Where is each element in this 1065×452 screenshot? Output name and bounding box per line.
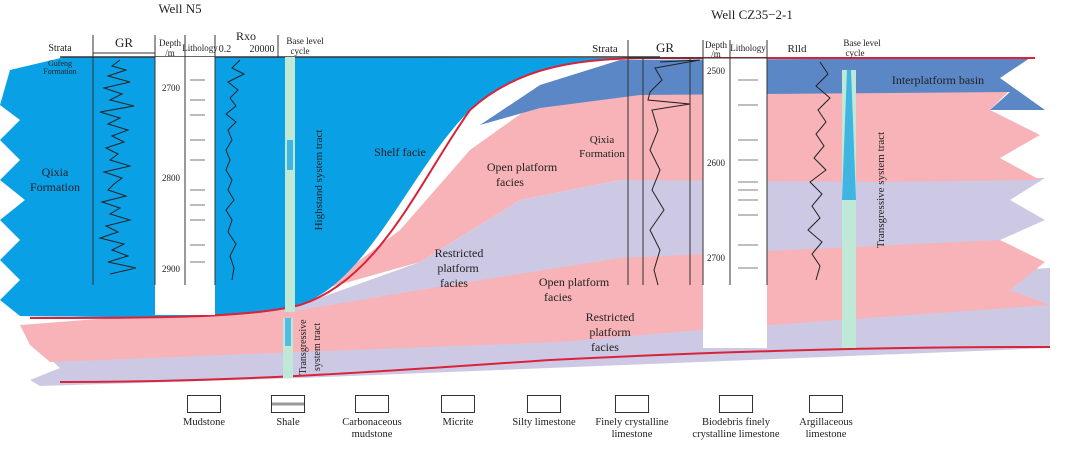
qixia-formation-left: Qixia: [42, 165, 69, 179]
interplatform-basin-label: Interplatform basin: [892, 73, 984, 87]
well-cz35-2-1: [627, 40, 856, 348]
n5-strata-label: Strata: [48, 43, 72, 54]
micrite-symbol: [441, 395, 475, 413]
gufeng-formation-label-2: Formation: [43, 67, 76, 76]
legend-item-silty-limestone: Silty limestone: [484, 395, 604, 429]
stratigraphic-cross-section: Well N5 Strata GR Depth /m Lithology Rxo…: [0, 1, 1051, 386]
cz-cycle-label-2: cycle: [846, 48, 865, 58]
transgressive-system-tract-left-2: system tract: [312, 323, 323, 371]
biodebris-limestone-symbol: [719, 395, 753, 413]
legend-item-mudstone: Mudstone: [144, 395, 264, 429]
n5-depth-tick: 2700: [162, 83, 181, 93]
n5-depth-label: Depth: [159, 38, 181, 48]
n5-cycle-label-2: cycle: [291, 46, 310, 56]
n5-rxo-max: 20000: [250, 44, 275, 55]
lower-boundary-line: [59, 346, 1051, 383]
well-n5-title: Well N5: [158, 1, 201, 16]
finely-crystalline-limestone-symbol: [615, 395, 649, 413]
shelf-facie-label: Shelf facie: [374, 145, 426, 159]
cz-depth-label: Depth: [705, 40, 727, 50]
n5-depth-unit: /m: [165, 48, 175, 58]
n5-cycle-label: Base level: [286, 36, 324, 46]
cz-depth-unit: /m: [711, 49, 721, 59]
cz-gr-label: GR: [656, 40, 674, 55]
restricted-platform-lower-label-3: facies: [591, 340, 619, 354]
n5-lithology-label: Lithology: [182, 43, 218, 53]
well-n5: [92, 35, 295, 378]
restricted-platform-upper-label-3: facies: [440, 276, 468, 290]
n5-depth-tick: 2900: [162, 264, 181, 274]
restricted-platform-lower-label: Restricted: [586, 310, 635, 324]
gufeng-formation-label: Gufeng: [48, 59, 72, 68]
cz-rild-label: Rlld: [788, 43, 807, 55]
upper-boundary-line: [29, 57, 1035, 319]
mudstone-symbol: [187, 395, 221, 413]
cz-depth-tick: 2500: [707, 66, 726, 76]
highstand-system-tract-label: Highstand system tract: [313, 130, 325, 231]
open-platform-upper-label-2: facies: [496, 175, 524, 189]
shale-symbol: [271, 395, 305, 413]
cz-depth-tick: 2600: [707, 158, 726, 168]
qixia-formation-right-2: Formation: [579, 148, 625, 160]
restricted-platform-upper-label: Restricted: [435, 246, 484, 260]
transgressive-system-tract-left: Transgressive: [298, 319, 309, 375]
cz-strata-label: Strata: [592, 43, 618, 55]
qixia-formation-left-2: Formation: [30, 180, 80, 194]
open-platform-lower-label-2: facies: [544, 290, 572, 304]
cz-depth-tick: 2700: [707, 253, 726, 263]
silty-limestone-symbol: [527, 395, 561, 413]
cz-lithology-label: Lithology: [730, 43, 766, 53]
open-platform-upper-label: Open platform: [487, 160, 558, 174]
carbonaceous-mudstone-symbol: [355, 395, 389, 413]
n5-depth-tick: 2800: [162, 173, 181, 183]
legend-item-micrite: Micrite: [398, 395, 518, 429]
restricted-platform-upper-label-2: platform: [437, 261, 479, 275]
legend-item-shale: Shale: [228, 395, 348, 429]
well-cz-title: Well CZ35−2-1: [711, 7, 793, 22]
middle-restricted-band: [150, 178, 1045, 315]
open-platform-lower-label: Open platform: [539, 275, 610, 289]
n5-gr-label: GR: [115, 35, 133, 50]
lower-open-platform-band: [20, 215, 1050, 362]
argillaceous-limestone-symbol: [809, 395, 843, 413]
upper-open-platform-band: [320, 85, 1040, 290]
qixia-formation-right: Qixia: [590, 134, 615, 146]
restricted-platform-lower-label-2: platform: [589, 325, 631, 339]
transgressive-system-tract-right: Transgressive system tract: [875, 132, 887, 248]
n5-rxo-label: Rxo: [236, 29, 256, 43]
cz-cycle-label: Base level: [843, 38, 881, 48]
n5-rxo-min: 0.2: [219, 44, 232, 55]
